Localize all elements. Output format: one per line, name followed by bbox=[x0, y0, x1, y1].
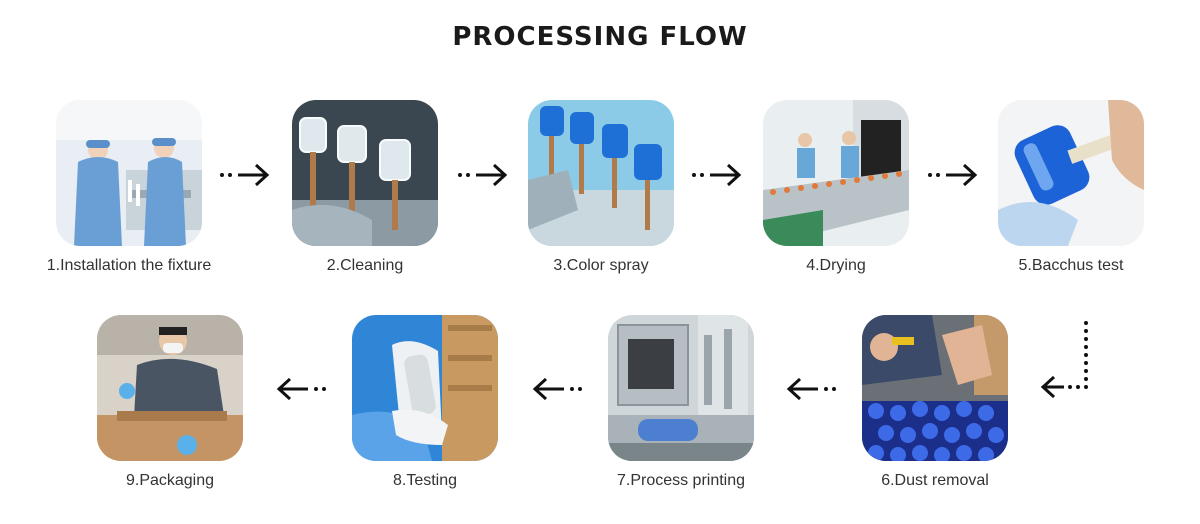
step-1-image bbox=[56, 100, 202, 246]
dotted-arrow-icon bbox=[926, 160, 982, 190]
dotted-arrow-left-icon bbox=[782, 374, 838, 404]
dotted-arrow-left-icon bbox=[528, 374, 584, 404]
step-6-image bbox=[862, 315, 1008, 461]
step-5-image bbox=[998, 100, 1144, 246]
dotted-arrow-left-icon bbox=[272, 374, 328, 404]
step-9-image bbox=[97, 315, 243, 461]
step-1-label: 1.Installation the fixture bbox=[46, 257, 212, 274]
dotted-arrow-icon bbox=[218, 160, 274, 190]
dotted-connector-icon bbox=[1040, 318, 1100, 408]
step-3-image bbox=[528, 100, 674, 246]
step-2-image bbox=[292, 100, 438, 246]
page-title: PROCESSING FLOW bbox=[452, 22, 748, 52]
step-7-image bbox=[608, 315, 754, 461]
step-8-image bbox=[352, 315, 498, 461]
step-2-label: 2.Cleaning bbox=[326, 257, 404, 274]
step-4-label: 4.Drying bbox=[806, 257, 866, 274]
step-5-label: 5.Bacchus test bbox=[1018, 257, 1124, 274]
dotted-arrow-icon bbox=[456, 160, 512, 190]
step-8-label: 8.Testing bbox=[392, 472, 458, 489]
step-9-label: 9.Packaging bbox=[125, 472, 215, 489]
step-6-label: 6.Dust removal bbox=[881, 472, 989, 489]
dotted-arrow-icon bbox=[690, 160, 746, 190]
step-4-image bbox=[763, 100, 909, 246]
step-3-label: 3.Color spray bbox=[553, 257, 649, 274]
step-7-label: 7.Process printing bbox=[616, 472, 746, 489]
